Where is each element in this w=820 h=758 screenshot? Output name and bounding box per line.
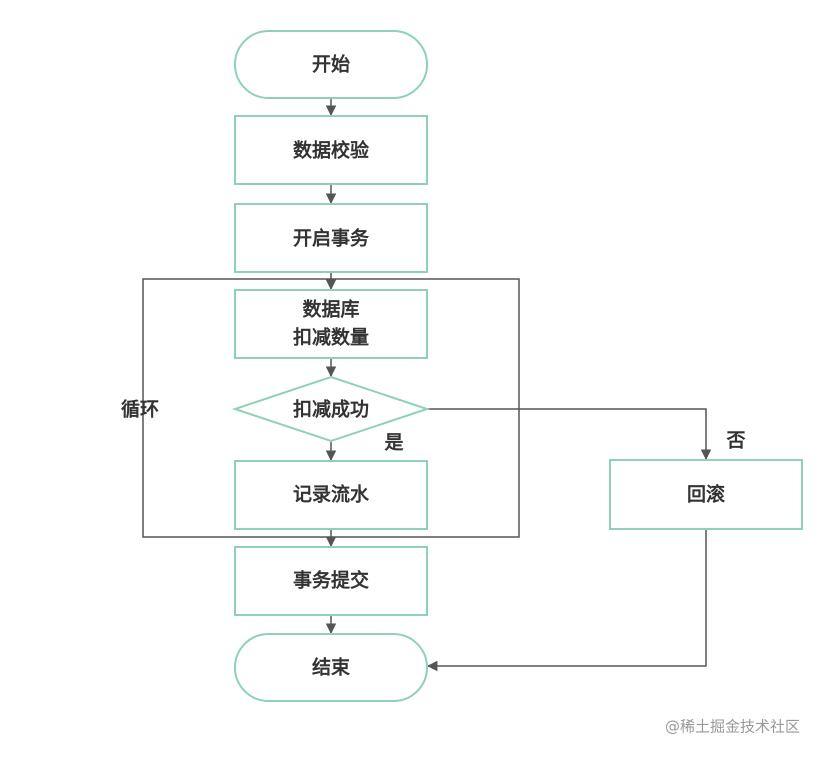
node-begin-tx-label: 开启事务 bbox=[293, 227, 370, 250]
edge-decision-rollback bbox=[427, 408, 712, 461]
node-record-label: 记录流水 bbox=[293, 483, 370, 506]
node-decision-label: 扣减成功 bbox=[293, 398, 369, 421]
node-validate-label: 数据校验 bbox=[293, 139, 370, 162]
node-end-label: 结束 bbox=[312, 656, 351, 679]
no-label: 否 bbox=[725, 430, 745, 452]
loop-label: 循环 bbox=[121, 398, 159, 421]
node-validate bbox=[234, 115, 428, 185]
yes-label: 是 bbox=[384, 432, 403, 454]
node-deduct-label-line1: 数据库 bbox=[302, 298, 359, 321]
watermark: @稀土掘金技术社区 bbox=[665, 718, 800, 736]
node-deduct bbox=[234, 289, 428, 359]
edge-rollback-end bbox=[426, 529, 707, 672]
node-record bbox=[234, 460, 428, 530]
node-commit-label: 事务提交 bbox=[293, 569, 369, 592]
node-commit bbox=[234, 546, 428, 616]
node-rollback-label: 回滚 bbox=[687, 483, 726, 506]
node-decision bbox=[231, 375, 431, 443]
node-end bbox=[234, 633, 428, 702]
node-start-label: 开始 bbox=[312, 53, 350, 76]
node-deduct-label-line2: 扣减数量 bbox=[293, 326, 369, 349]
node-rollback bbox=[609, 459, 803, 530]
node-start bbox=[234, 30, 428, 99]
node-begin-tx bbox=[234, 203, 428, 273]
